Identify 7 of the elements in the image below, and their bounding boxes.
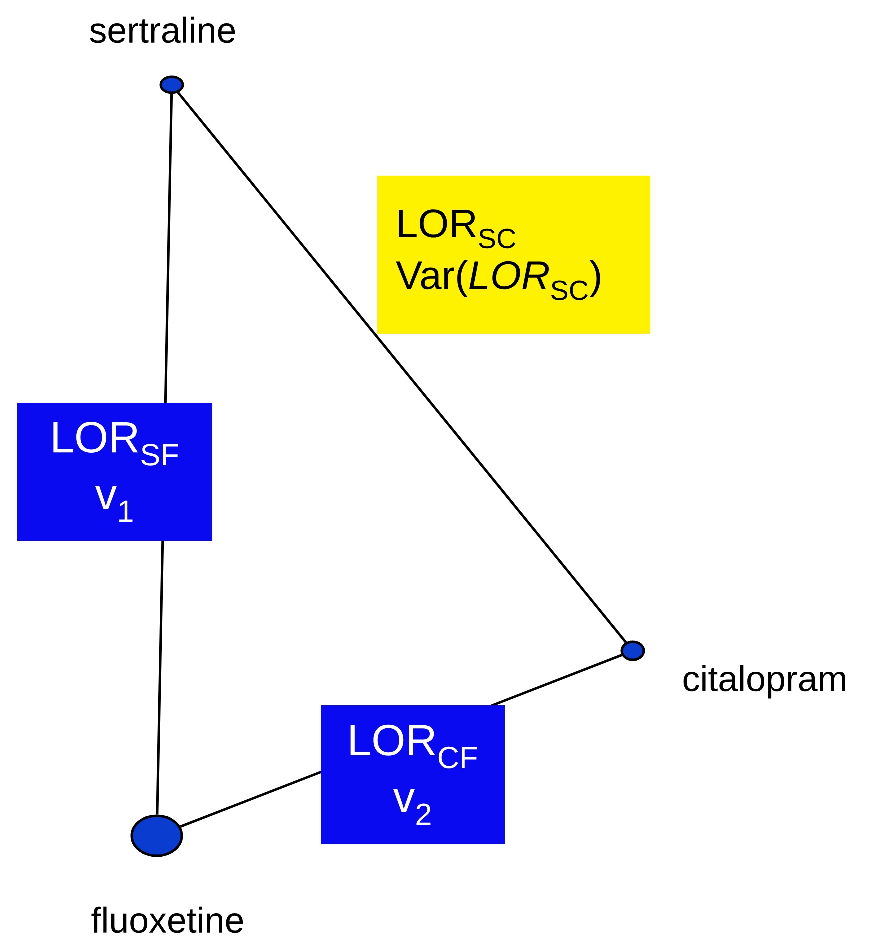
edge-label: LOR$_{SF}$ v$_{1}$	[18, 403, 212, 541]
drug-name: citalopram	[684, 665, 846, 699]
drug-name: sertraline	[90, 16, 236, 44]
connector-line	[177, 92, 628, 644]
edge-label: LOR$_{SC}$ Var(LOR$_{SC}$)	[378, 176, 650, 334]
drug-name: fluoxetine	[92, 906, 244, 934]
edge-label: LOR$_{CF}$ v$_{2}$	[321, 706, 505, 844]
